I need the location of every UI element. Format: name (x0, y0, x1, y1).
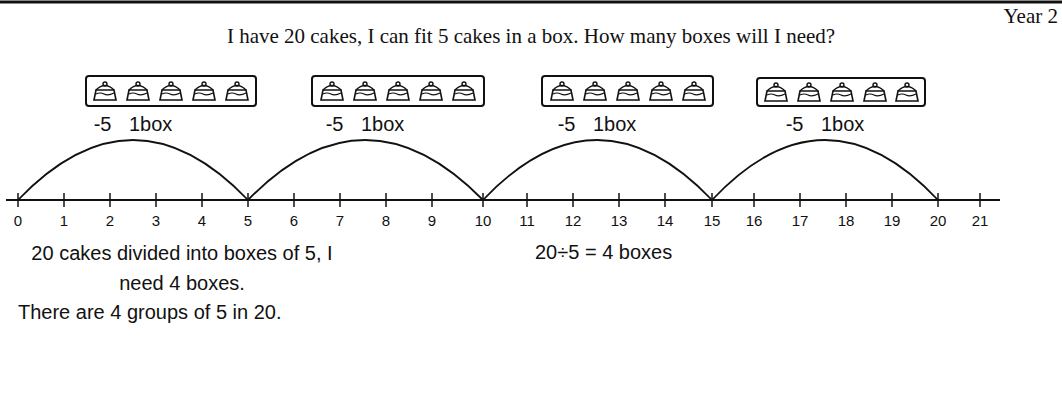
tick-number: 6 (290, 212, 298, 230)
question-title: I have 20 cakes, I can fit 5 cakes in a … (227, 24, 835, 49)
tick-number: 0 (14, 212, 22, 230)
tick-number: 18 (838, 212, 855, 230)
tick-number: 12 (565, 212, 582, 230)
number-line (6, 199, 1000, 201)
tick-number: 9 (428, 212, 436, 230)
tick-number: 17 (792, 212, 809, 230)
jump-label: -5 1box (323, 112, 408, 136)
tick-number: 2 (106, 212, 114, 230)
tick-number: 3 (152, 212, 160, 230)
jump-arcs (18, 140, 938, 200)
tick-number: 19 (884, 212, 901, 230)
tick-number: 20 (930, 212, 947, 230)
tick-number: 11 (519, 212, 535, 230)
tick-number: 13 (611, 212, 628, 230)
cake-boxes (86, 76, 925, 106)
tick-number: 8 (382, 212, 390, 230)
tick-number: 14 (657, 212, 674, 230)
jump-label: -5 1box (555, 112, 640, 136)
year-label: Year 2 (1004, 4, 1058, 29)
tick-number: 15 (704, 212, 721, 230)
equation-text: 20÷5 = 4 boxes (535, 240, 672, 264)
tick-number: 1 (60, 212, 68, 230)
tick-number: 5 (244, 212, 252, 230)
tick-number: 7 (336, 212, 344, 230)
tick-marks (18, 193, 980, 207)
tick-number: 10 (475, 212, 492, 230)
tick-number: 4 (198, 212, 206, 230)
explanation-text: There are 4 groups of 5 in 20. (18, 300, 282, 324)
tick-number: 16 (746, 212, 763, 230)
jump-label: -5 1box (783, 112, 868, 136)
cakes (94, 82, 918, 101)
jump-label: -5 1box (91, 112, 176, 136)
explanation-text: 20 cakes divided into boxes of 5, I need… (12, 238, 352, 298)
top-rule (0, 1, 1062, 4)
tick-number: 21 (972, 212, 989, 230)
